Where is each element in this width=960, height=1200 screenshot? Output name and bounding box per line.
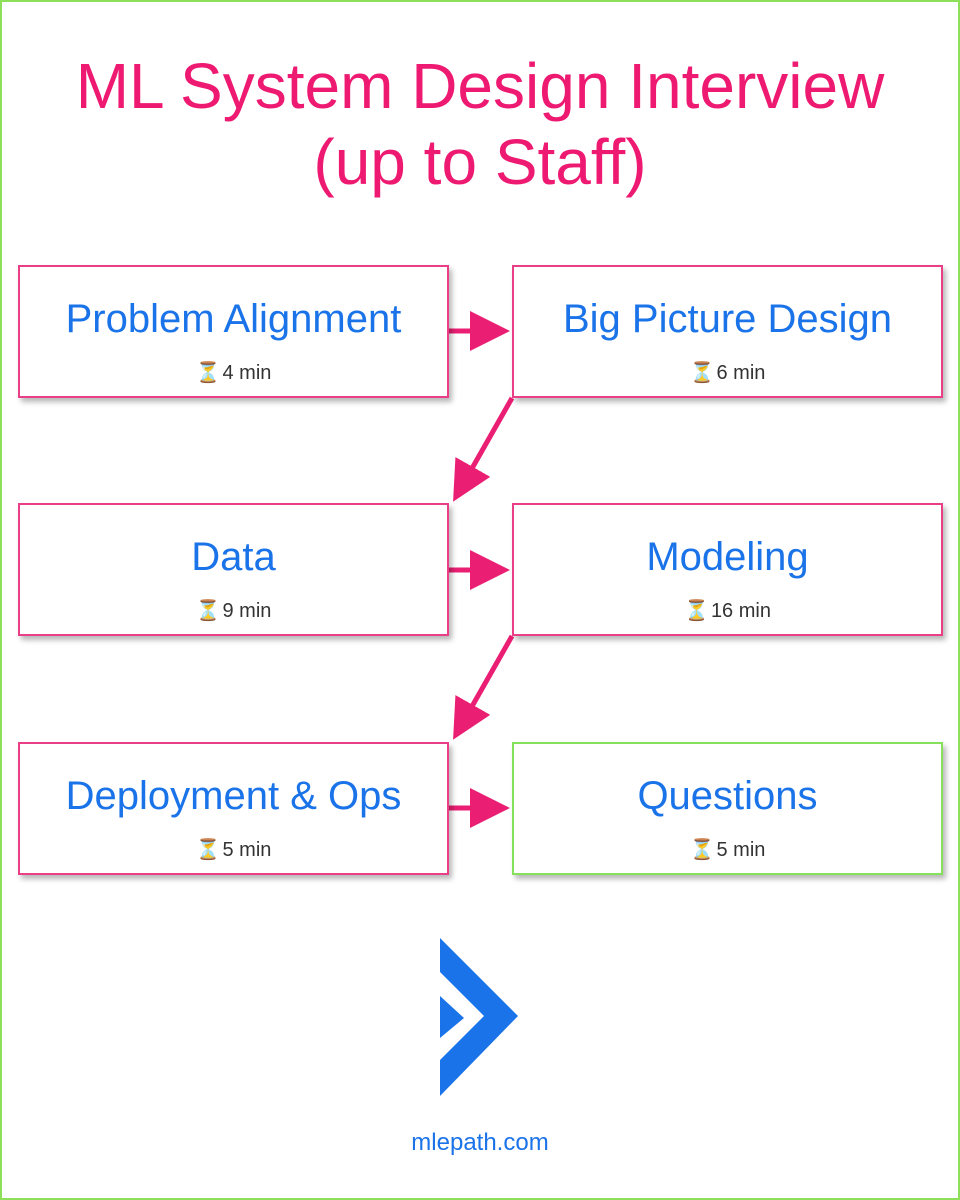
title-line-2: (up to Staff) xyxy=(313,126,647,198)
step-duration: 5 min xyxy=(716,839,766,861)
step-label: Big Picture Design xyxy=(562,297,893,341)
step-modeling: Modeling ⏳16 min xyxy=(512,503,943,636)
hourglass-icon: ⏳ xyxy=(684,600,709,622)
step-duration: 5 min xyxy=(222,839,272,861)
hourglass-icon: ⏳ xyxy=(689,362,715,384)
step-label: Questions xyxy=(637,774,818,818)
arrow-step2-to-step3 xyxy=(453,396,515,502)
step-big-picture-design: Big Picture Design ⏳6 min xyxy=(512,265,943,398)
arrow-step4-to-step5 xyxy=(453,634,515,740)
step-label: Problem Alignment xyxy=(65,297,402,341)
page-title: ML System Design Interview (up to Staff) xyxy=(0,48,960,200)
title-line-1: ML System Design Interview xyxy=(75,50,885,122)
step-data: Data ⏳9 min xyxy=(18,503,449,636)
step-duration: 6 min xyxy=(716,362,766,384)
step-label: Modeling xyxy=(646,535,809,579)
hourglass-icon: ⏳ xyxy=(195,600,221,622)
step-problem-alignment: Problem Alignment ⏳4 min xyxy=(18,265,449,398)
step-duration: 9 min xyxy=(222,600,272,622)
step-duration: 4 min xyxy=(222,362,272,384)
mlepath-logo-icon xyxy=(440,938,518,1096)
hourglass-icon: ⏳ xyxy=(195,362,221,384)
site-url: mlepath.com xyxy=(411,1129,549,1156)
step-label: Data xyxy=(191,535,276,579)
hourglass-icon: ⏳ xyxy=(689,839,715,861)
step-label: Deployment & Ops xyxy=(65,774,402,818)
step-duration: 16 min xyxy=(710,600,771,622)
step-questions: Questions ⏳5 min xyxy=(512,742,943,875)
step-deployment-ops: Deployment & Ops ⏳5 min xyxy=(18,742,449,875)
hourglass-icon: ⏳ xyxy=(195,839,221,861)
